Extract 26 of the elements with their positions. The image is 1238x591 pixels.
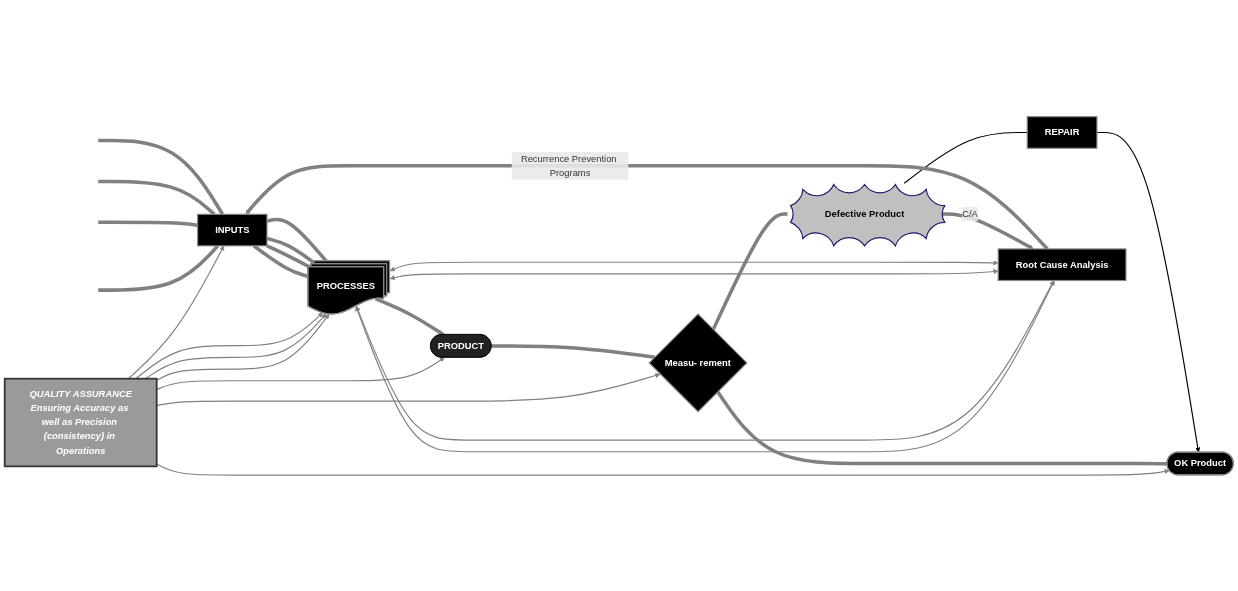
connector <box>252 244 309 278</box>
connector <box>491 343 655 359</box>
node-box: INPUTS <box>197 213 268 247</box>
connector <box>98 138 225 215</box>
connector <box>266 217 328 262</box>
arrow <box>156 372 661 406</box>
arrow <box>389 268 999 280</box>
arrow <box>245 163 1049 250</box>
node-diamond: Measu- rement <box>648 312 748 413</box>
connector <box>98 220 198 227</box>
connector <box>98 244 220 292</box>
connector <box>903 131 1028 184</box>
connector <box>711 211 788 330</box>
connector <box>266 236 316 264</box>
arrow <box>1096 131 1201 453</box>
edge-label: C/A <box>962 208 978 219</box>
arrow <box>156 356 445 390</box>
node-box: REPAIR <box>1026 115 1098 149</box>
arrow <box>389 259 999 271</box>
connector <box>266 243 311 269</box>
arrow <box>127 245 225 379</box>
node-box: QUALITY ASSURANCE Ensuring Accuracy as well as Precision (consistency) in Operations <box>3 377 158 467</box>
connector <box>716 390 1168 466</box>
edge-label: Recurrence Prevention Programs <box>520 153 617 178</box>
arrow <box>156 463 1170 476</box>
node-box: Root Cause Analysis <box>997 247 1127 281</box>
